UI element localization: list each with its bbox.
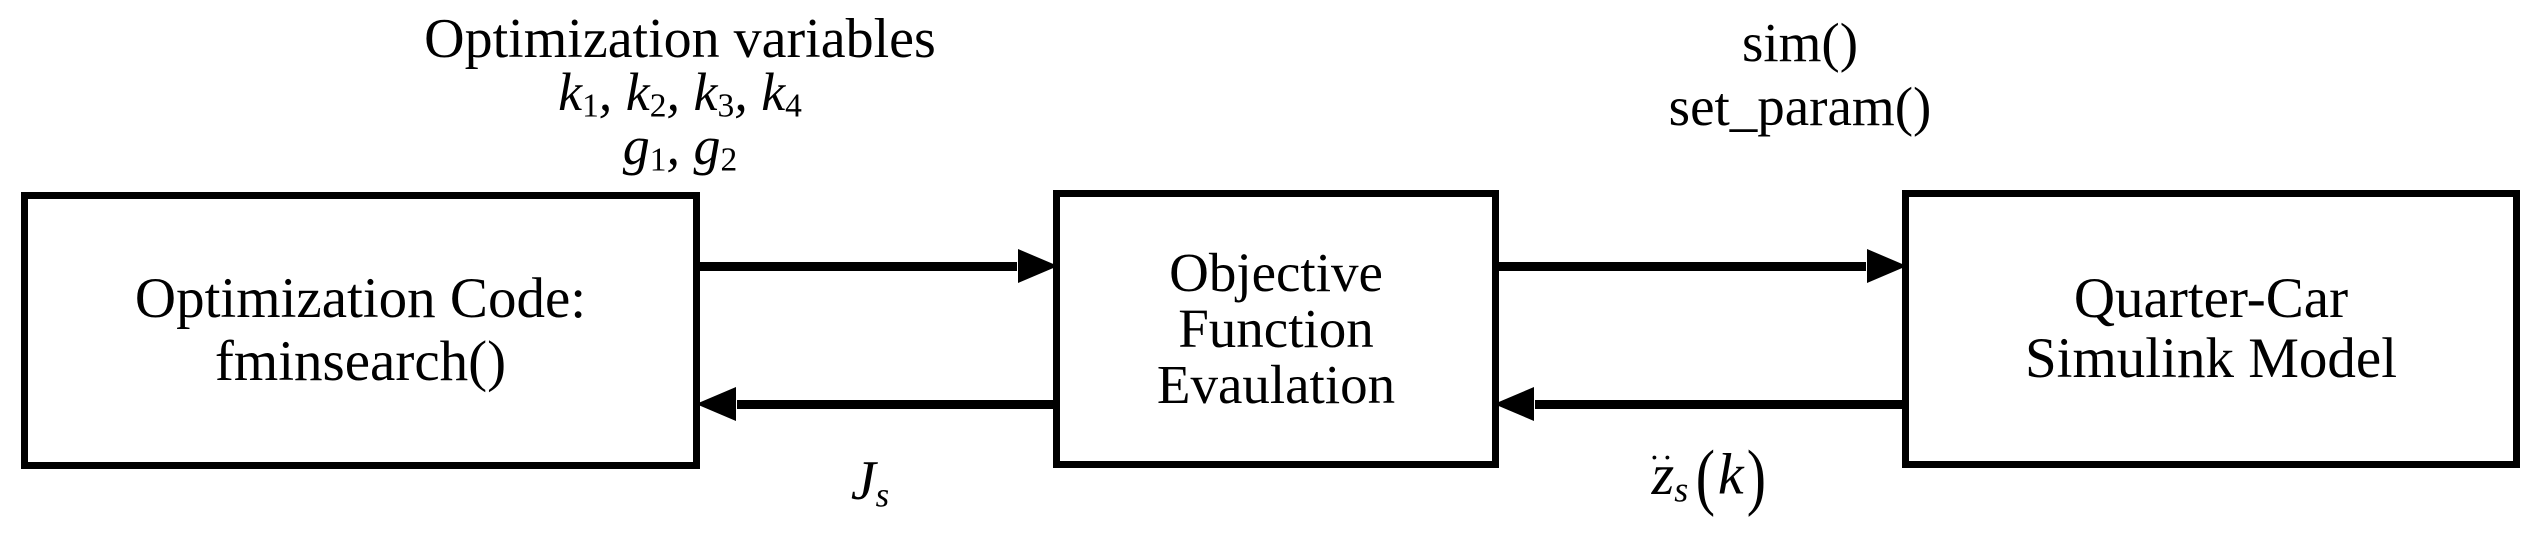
optimization-code-function: fminsearch() xyxy=(214,329,507,393)
optimization-code-title: Optimization Code: xyxy=(134,267,587,331)
set-param-call-label: set_param() xyxy=(1668,75,1932,137)
quarter-car-model-box[interactable]: Quarter-Car Simulink Model xyxy=(1902,190,2520,468)
double-dot-accent-icon: ․․ xyxy=(1649,431,1676,466)
acceleration-signal-label: ․․zs (k) xyxy=(1649,431,1766,518)
arrow-shaft xyxy=(1498,262,1866,271)
arrow-head-right-icon xyxy=(1018,249,1058,283)
arrow-shaft xyxy=(1535,400,1906,409)
quarter-car-model-line-2: Simulink Model xyxy=(2024,327,2398,390)
arrow-head-right-icon xyxy=(1867,249,1907,283)
arrow-head-left-icon xyxy=(696,387,736,421)
objective-function-line-2: Function xyxy=(1178,297,1374,359)
sim-call-label: sim() xyxy=(1741,12,1859,73)
cost-signal-label: Js xyxy=(850,450,890,515)
arrow-head-left-icon xyxy=(1494,387,1534,421)
arrow-shaft xyxy=(700,262,1017,271)
quarter-car-model-line-1: Quarter-Car xyxy=(2073,266,2349,330)
optimization-variables-label: Optimization variables xyxy=(424,8,936,70)
simulink-api-calls-label: sim() set_param() xyxy=(1520,12,2080,137)
arrow-shaft xyxy=(737,400,1057,409)
optimization-code-box[interactable]: Optimization Code: fminsearch() xyxy=(21,192,700,469)
objective-function-line-3: Evaulation xyxy=(1156,354,1396,416)
objective-function-line-1: Objective xyxy=(1169,241,1383,303)
k-variables-label: k1, k2, k3, k4 xyxy=(558,62,802,125)
objective-function-box[interactable]: Objective Function Evaulation xyxy=(1053,190,1499,468)
g-variables-label: g1, g2 xyxy=(622,116,738,179)
